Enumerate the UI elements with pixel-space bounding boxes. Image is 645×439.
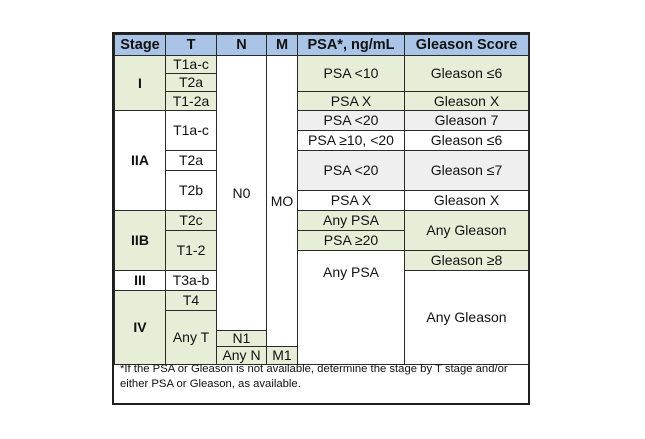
- t-cell: T2b: [165, 170, 217, 211]
- gleason-cell: Gleason ≤7: [404, 150, 529, 191]
- psa-cell: PSA <10: [297, 55, 405, 92]
- t-cell: T2a: [165, 150, 217, 171]
- n-cell-n1: N1: [216, 330, 267, 347]
- stage-iii: III: [114, 270, 166, 291]
- header-gleason: Gleason Score: [404, 34, 529, 56]
- stage-i: I: [114, 55, 166, 111]
- stage-iib: IIB: [114, 210, 166, 271]
- gleason-cell: Gleason X: [404, 190, 529, 211]
- t-cell: T2c: [165, 210, 217, 231]
- t-cell: T1a-c: [165, 110, 217, 151]
- t-cell: T1-2a: [165, 91, 217, 111]
- header-t: T: [165, 34, 217, 56]
- t-cell: T2a: [165, 73, 217, 92]
- header-stage: Stage: [114, 34, 166, 56]
- m-cell-m0: MO: [266, 55, 298, 347]
- n-cell-n0: N0: [216, 55, 267, 331]
- gleason-cell: Gleason X: [404, 91, 529, 111]
- gleason-cell: Gleason 7: [404, 110, 529, 131]
- psa-cell: PSA ≥10, <20: [297, 130, 405, 151]
- psa-cell: Any PSA: [297, 210, 405, 231]
- psa-cell: PSA <20: [297, 150, 405, 191]
- stage-iia: IIA: [114, 110, 166, 211]
- m-cell-m1: M1: [266, 346, 298, 365]
- psa-cell: PSA X: [297, 91, 405, 111]
- psa-cell: PSA ≥20: [297, 230, 405, 251]
- header-m: M: [266, 34, 298, 56]
- header-n: N: [216, 34, 267, 56]
- gleason-cell: Any Gleason: [404, 270, 529, 365]
- gleason-cell: Gleason ≥8: [404, 250, 529, 271]
- t-cell: T4: [165, 290, 217, 311]
- t-cell: T1-2: [165, 230, 217, 271]
- header-row: Stage T N M PSA*, ng/mL Gleason Score: [114, 34, 529, 56]
- psa-cell: PSA X: [297, 190, 405, 211]
- gleason-cell: Gleason ≤6: [404, 55, 529, 92]
- staging-table-frame: Stage T N M PSA*, ng/mL Gleason Score I …: [112, 32, 530, 405]
- prostate-staging-table: Stage T N M PSA*, ng/mL Gleason Score I …: [114, 34, 529, 365]
- n-cell-any-n: Any N: [216, 346, 267, 365]
- t-cell: T3a-b: [165, 270, 217, 291]
- footnote: *If the PSA or Gleason is not available,…: [120, 363, 508, 390]
- psa-cell: PSA <20: [297, 110, 405, 131]
- header-psa: PSA*, ng/mL: [297, 34, 405, 56]
- t-cell: T1a-c: [165, 55, 217, 74]
- t-cell: Any T: [165, 310, 217, 365]
- stage-iv: IV: [114, 290, 166, 365]
- gleason-cell: Gleason ≤6: [404, 130, 529, 151]
- psa-cell: Any PSA: [297, 250, 405, 365]
- gleason-cell: Any Gleason: [404, 210, 529, 251]
